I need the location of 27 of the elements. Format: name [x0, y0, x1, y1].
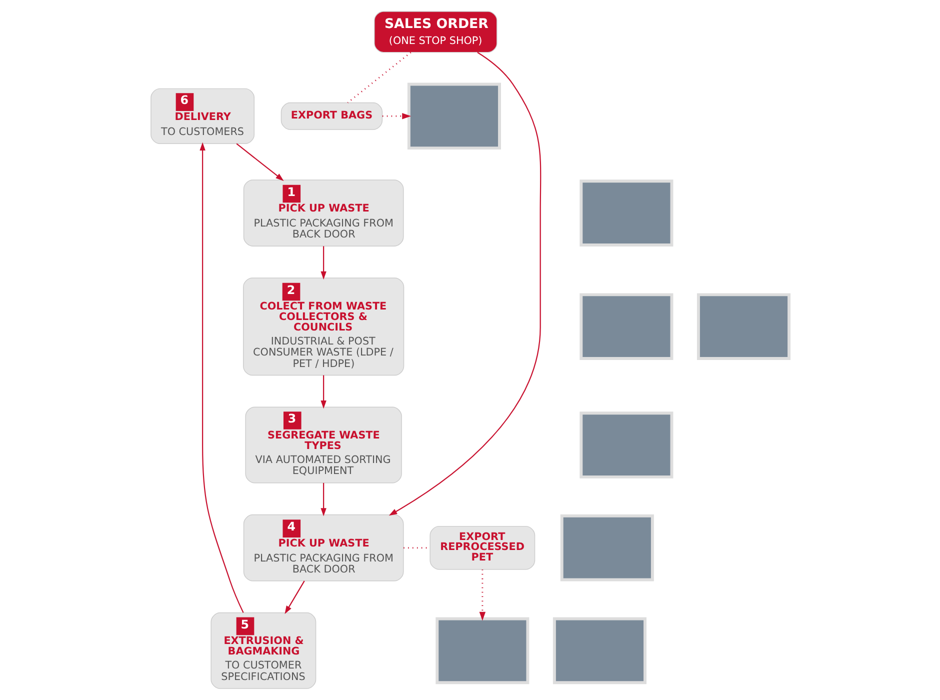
- arrow: [200, 142, 244, 613]
- node-box: [407, 82, 501, 150]
- node-box: [580, 293, 674, 360]
- node-box: SALES ORDER (ONE STOP SHOP): [374, 11, 498, 53]
- node-box: [696, 293, 791, 360]
- arrow: [388, 52, 542, 516]
- node-box: [560, 514, 654, 582]
- node-box: EXPORT REPROCESSED PET: [430, 526, 536, 570]
- node-box: 3 SEGREGATE WASTE TYPES VIA AUTOMATED SORTING EQUIPMENT: [245, 406, 402, 484]
- node-box: EXPORT BAGS: [280, 102, 383, 130]
- arrow: [236, 143, 284, 181]
- node-box: 6 DELIVERY TO CUSTOMERS: [150, 88, 255, 144]
- node-box: [580, 412, 674, 478]
- arrow: [320, 246, 326, 280]
- node-box: [552, 617, 646, 684]
- arrow: [320, 375, 326, 409]
- connector: [347, 52, 412, 104]
- node-box: 4 PICK UP WASTE PLASTIC PACKAGING FROM BACK DOOR: [243, 514, 404, 582]
- arrow: [479, 570, 486, 621]
- node-box: [580, 180, 674, 246]
- arrow: [320, 482, 326, 516]
- node-box: 5 EXTRUSION & BAGMAKING TO CUSTOMER SPECIFICATIONS: [210, 612, 316, 689]
- arrow: [284, 580, 305, 614]
- node-box: [436, 617, 530, 684]
- node-box: 1 PICK UP WASTE PLASTIC PACKAGING FROM BACK DOOR: [243, 180, 404, 246]
- arrow: [382, 113, 412, 120]
- node-box: 2 COLECT FROM WASTE COLLECTORS & COUNCILS INDUSTRIAL & POST CONSUMER WASTE (LDPE / PET / HDPE): [243, 278, 404, 376]
